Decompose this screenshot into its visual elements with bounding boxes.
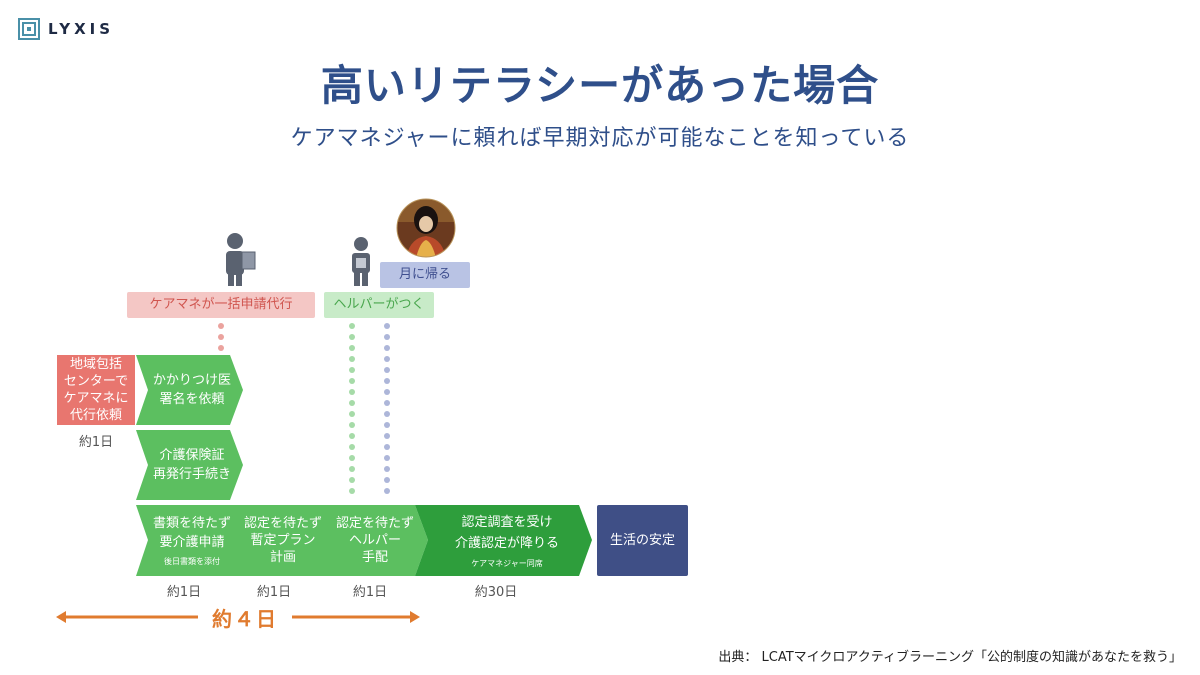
connector-dot [384,389,390,395]
step-apply: 書類を待たず 要介護申請 後日書類を添付 [146,505,238,576]
total-duration-arrow [56,611,420,623]
connector-dot [349,411,355,417]
connector-dot [349,367,355,373]
connector-dot [349,334,355,340]
step-insurance-shape [136,430,243,500]
step-apply-line: 書類を待たず [152,515,231,531]
connector-dot [349,455,355,461]
duration-center: 約1日 [78,435,114,450]
step-apply-note: 後日書類を添付 [164,556,220,566]
connector-dot [384,356,390,362]
connector-dot [384,444,390,450]
step-insurance-line: 介護保険証 [159,448,225,463]
connector-dot [384,466,390,472]
step-doctor-shape [136,355,243,425]
step-center-line: 地域包括 [69,357,122,372]
total-duration: 約４日 [212,607,278,631]
connector-dot [349,323,355,329]
connector-dot [349,433,355,439]
step-helper-line: 認定を待たず [335,516,414,531]
brand-logo: LYXIS [18,18,114,40]
step-doctor-line: 署名を依頼 [159,392,225,407]
connector-dot [384,378,390,384]
step-helper-line: 手配 [361,550,388,565]
connector-dot [349,389,355,395]
step-plan-line: 計画 [269,550,296,565]
step-plan: 認定を待たず 暫定プラン 計画 [238,505,328,576]
step-helper-shape [320,505,428,576]
connector-dot [384,488,390,494]
connector-dot [384,422,390,428]
caremanager-dots [218,323,224,351]
step-center-line: 代行依頼 [69,408,122,423]
step-stable-label: 生活の安定 [609,533,675,548]
connector-dot [349,488,355,494]
connector-dot [384,411,390,417]
step-plan-line: 認定を待たず [243,516,322,531]
step-center: 地域包括 センターで ケアマネに 代行依頼 [57,355,135,425]
connector-dot [349,378,355,384]
helper-dots [349,323,355,494]
connector-dot [349,466,355,472]
step-plan-line: 暫定プラン [250,533,316,548]
step-apply-line: 要介護申請 [159,534,225,550]
step-insurance-line: 再発行手続き [152,467,231,482]
tag-caremanager: ケアマネが一括申請代行 [127,292,315,318]
step-center-shape [57,355,135,425]
tag-moon: 月に帰る [380,262,470,288]
connector-dot [384,334,390,340]
step-plan-shape [229,505,334,576]
step-stable: 生活の安定 [597,505,688,576]
helper-person-icon [352,237,370,286]
connector-dot [349,400,355,406]
step-doctor-line: かかりつけ医 [152,373,232,388]
connector-dot [384,345,390,351]
connector-dot [349,477,355,483]
step-cert-line: 介護認定が降りる [454,535,559,551]
connector-dot [384,455,390,461]
caremanager-person-icon [226,233,256,286]
duration-plan: 約1日 [256,585,292,600]
page-title: 高いリテラシーがあった場合 [320,61,880,110]
kaguya-portrait-avatar [396,198,456,258]
connector-dot [349,356,355,362]
step-center-line: センターで [63,374,129,389]
source-citation: 出典： LCATマイクロアクティブラーニング「公的制度の知識があなたを救う」 [718,650,1182,665]
connector-dot [384,367,390,373]
connector-dot [384,400,390,406]
connector-dot [384,477,390,483]
step-helper: 認定を待たず ヘルパー 手配 [329,505,421,576]
tag-helper: ヘルパーがつく [324,292,434,318]
step-cert-note: ケアマネジャー同席 [471,558,543,568]
step-cert-shape [415,505,592,576]
connector-dot [384,323,390,329]
step-doctor: かかりつけ医 署名を依頼 [146,355,238,425]
connector-dot [349,444,355,450]
connector-dot [349,422,355,428]
connector-dot [384,433,390,439]
square-spiral-icon [18,18,40,40]
moon-dots [384,323,390,494]
connector-dot [349,345,355,351]
step-center-line: ケアマネに [63,391,129,406]
duration-apply: 約1日 [166,585,202,600]
duration-helper: 約1日 [352,585,388,600]
step-cert: 認定調査を受け 介護認定が降りる ケアマネジャー同席 [428,505,586,576]
step-stable-shape [597,505,688,576]
step-helper-line: ヘルパー [348,533,401,548]
step-apply-shape [136,505,243,576]
duration-cert: 約30日 [474,585,518,600]
step-insurance: 介護保険証 再発行手続き [146,430,238,500]
brand-name: LYXIS [48,20,115,38]
step-cert-line: 認定調査を受け [461,514,553,530]
page-subtitle: ケアマネジャーに頼れば早期対応が可能なことを知っている [290,126,910,151]
